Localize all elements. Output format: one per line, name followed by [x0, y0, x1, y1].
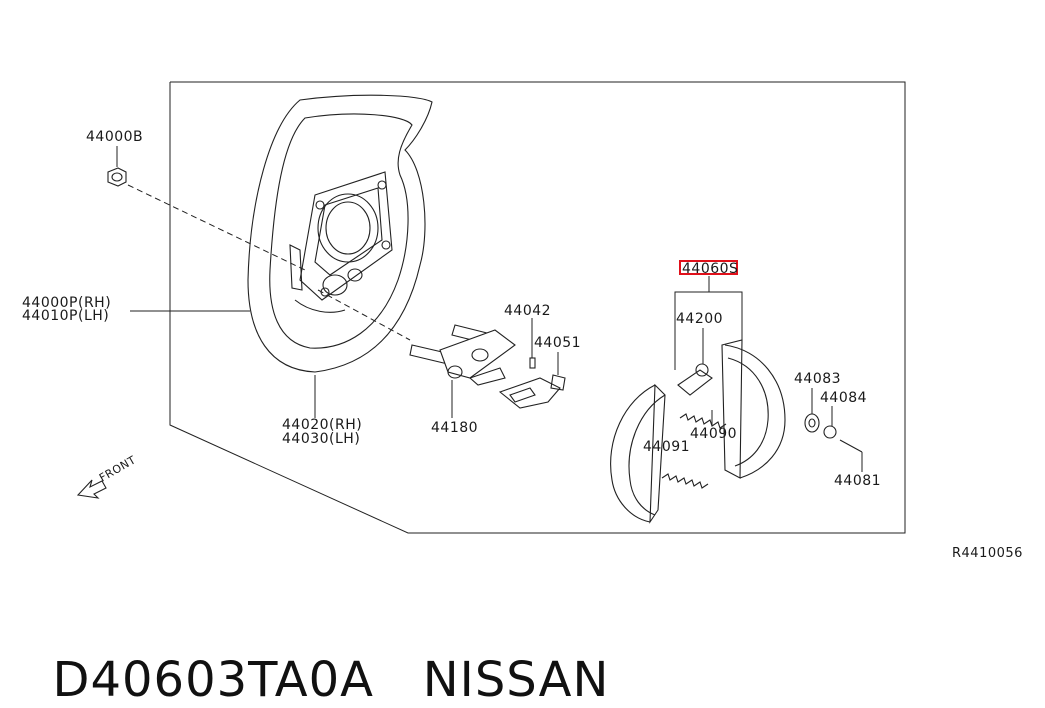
callout-44000P: 44000P(RH) — [22, 295, 111, 311]
lever-assembly-44180 — [409, 324, 516, 418]
exploded-parts-diagram: 44000B 44000P(RH) 44010P(LH) 44020(RH) 4… — [22, 81, 1023, 560]
callout-44030: 44030(LH) — [282, 431, 360, 447]
front-arrow-icon — [76, 479, 107, 499]
backing-plate-44000P — [130, 94, 433, 373]
retainer-44083 — [804, 388, 820, 433]
callout-44010P: 44010P(LH) — [22, 308, 109, 324]
brand-name: NISSAN — [422, 652, 610, 708]
bracket-44042 — [498, 318, 561, 409]
footer-title: D40603TA0A NISSAN — [20, 596, 1030, 708]
spring-44091 — [661, 473, 709, 489]
clip-44051 — [550, 352, 566, 391]
callout-44081: 44081 — [834, 473, 881, 489]
brake-shoe-set-44060S — [674, 260, 743, 370]
reference-code: R4410056 — [952, 546, 1023, 560]
callout-44200: 44200 — [676, 311, 723, 327]
callout-44020: 44020(RH) — [282, 417, 362, 433]
callout-44180: 44180 — [431, 420, 478, 436]
callout-44083: 44083 — [794, 371, 841, 387]
callout-44084: 44084 — [820, 390, 867, 406]
callout-44000B: 44000B — [86, 129, 143, 145]
highlight-box — [679, 260, 738, 275]
brake-shoes — [610, 339, 786, 524]
diagram-frame — [169, 81, 906, 534]
callout-44090: 44090 — [690, 426, 737, 442]
adjuster-44200 — [677, 328, 713, 396]
spring-cup-44084 — [823, 406, 837, 439]
pin-44081 — [839, 439, 863, 472]
spring-44090 — [679, 410, 727, 429]
dust-cover-44020 — [314, 289, 411, 418]
callout-44051: 44051 — [534, 335, 581, 351]
callout-44042: 44042 — [504, 303, 551, 319]
nut-44000B — [107, 146, 306, 271]
callout-44060S: 44060S — [682, 261, 738, 277]
callout-44091: 44091 — [643, 439, 690, 455]
front-label: FRONT — [97, 453, 138, 484]
part-number: D40603TA0A — [52, 652, 374, 708]
